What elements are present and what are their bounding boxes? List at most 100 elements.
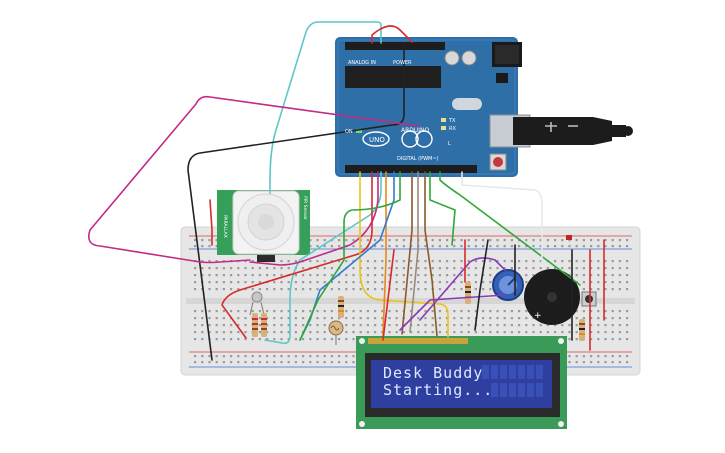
breadboard-hole [280,267,283,270]
breadboard-hole [323,260,326,263]
breadboard-hole [453,267,456,270]
breadboard-hole [273,281,276,284]
breadboard-hole [345,317,348,320]
breadboard-hole [611,317,614,320]
breadboard-hole [251,338,254,341]
breadboard-hole [438,288,441,291]
breadboard-hole [374,274,377,277]
breadboard-hole [453,310,456,313]
breadboard-hole [575,310,578,313]
resistor-1[interactable] [252,313,258,337]
piezo-buzzer-icon[interactable]: + [524,269,580,325]
breadboard-hole [215,281,218,284]
breadboard-hole [604,281,607,284]
breadboard-hole [474,281,477,284]
breadboard-hole [280,310,283,313]
breadboard-hole [330,260,333,263]
breadboard-hole [381,245,384,248]
breadboard-hole [604,317,607,320]
breadboard-hole [618,274,621,277]
breadboard-hole [431,310,434,313]
breadboard-hole [467,239,470,242]
resistor-5[interactable] [579,319,585,341]
breadboard-hole [582,274,585,277]
breadboard-hole [294,317,297,320]
breadboard-hole [496,324,499,327]
breadboard-hole [302,324,305,327]
reset-button-icon[interactable] [489,153,507,171]
digital-header[interactable] [345,165,477,173]
breadboard-hole [323,338,326,341]
breadboard-hole [402,281,405,284]
resistor-3[interactable] [338,296,344,318]
breadboard-hole [402,267,405,270]
breadboard-hole [611,260,614,263]
breadboard-hole [467,310,470,313]
lcd-display[interactable] [356,336,567,429]
breadboard-hole [575,245,578,248]
breadboard-hole [554,239,557,242]
breadboard-hole [208,310,211,313]
breadboard-hole [208,317,211,320]
breadboard-hole [258,331,261,334]
pir-sensor[interactable] [217,190,310,262]
breadboard-hole [374,239,377,242]
breadboard-hole [618,317,621,320]
breadboard-hole [366,331,369,334]
breadboard-hole [309,274,312,277]
breadboard-hole [503,324,506,327]
breadboard-hole [280,288,283,291]
wires [87,21,605,361]
breadboard-hole [626,310,629,313]
breadboard-hole [280,324,283,327]
breadboard-hole [194,310,197,313]
breadboard-hole [208,274,211,277]
breadboard-hole [244,281,247,284]
breadboard-hole [266,361,269,364]
breadboard-hole [273,267,276,270]
breadboard-hole [474,288,477,291]
breadboard-hole [316,281,319,284]
breadboard-hole [251,274,254,277]
breadboard-hole [222,338,225,341]
breadboard-hole [194,274,197,277]
breadboard-hole [590,260,593,263]
breadboard-hole [244,317,247,320]
breadboard-hole [510,260,513,263]
led-icon[interactable] [249,291,265,316]
breadboard-hole [453,239,456,242]
breadboard-hole [352,288,355,291]
breadboard-hole [352,331,355,334]
breadboard-hole [410,288,413,291]
arduino-board[interactable] [335,37,531,177]
breadboard-hole [611,274,614,277]
usb-connector-icon[interactable] [513,117,633,145]
breadboard-hole [611,288,614,291]
breadboard-hole [410,274,413,277]
breadboard-hole [446,281,449,284]
breadboard-hole [575,260,578,263]
breadboard-hole [561,239,564,242]
breadboard-hole [431,274,434,277]
breadboard-hole [359,288,362,291]
breadboard-hole [215,317,218,320]
pushbutton-icon[interactable] [581,291,597,307]
photoresistor-icon[interactable] [328,320,344,345]
breadboard-hole [438,317,441,320]
breadboard-hole [251,361,254,364]
breadboard-hole [273,310,276,313]
breadboard-hole [474,245,477,248]
breadboard-hole [201,245,204,248]
lcd-line-1: Desk Buddy [383,364,484,382]
breadboard-hole [474,239,477,242]
breadboard-hole [309,310,312,313]
power-analog-header[interactable] [345,42,445,50]
resistor-4[interactable] [465,282,471,304]
breadboard-hole [518,317,521,320]
breadboard-hole [597,355,600,358]
breadboard-hole [460,331,463,334]
resistor-2[interactable] [261,313,267,337]
breadboard-hole [510,331,513,334]
atmega-chip [345,66,441,88]
breadboard-hole [532,274,535,277]
